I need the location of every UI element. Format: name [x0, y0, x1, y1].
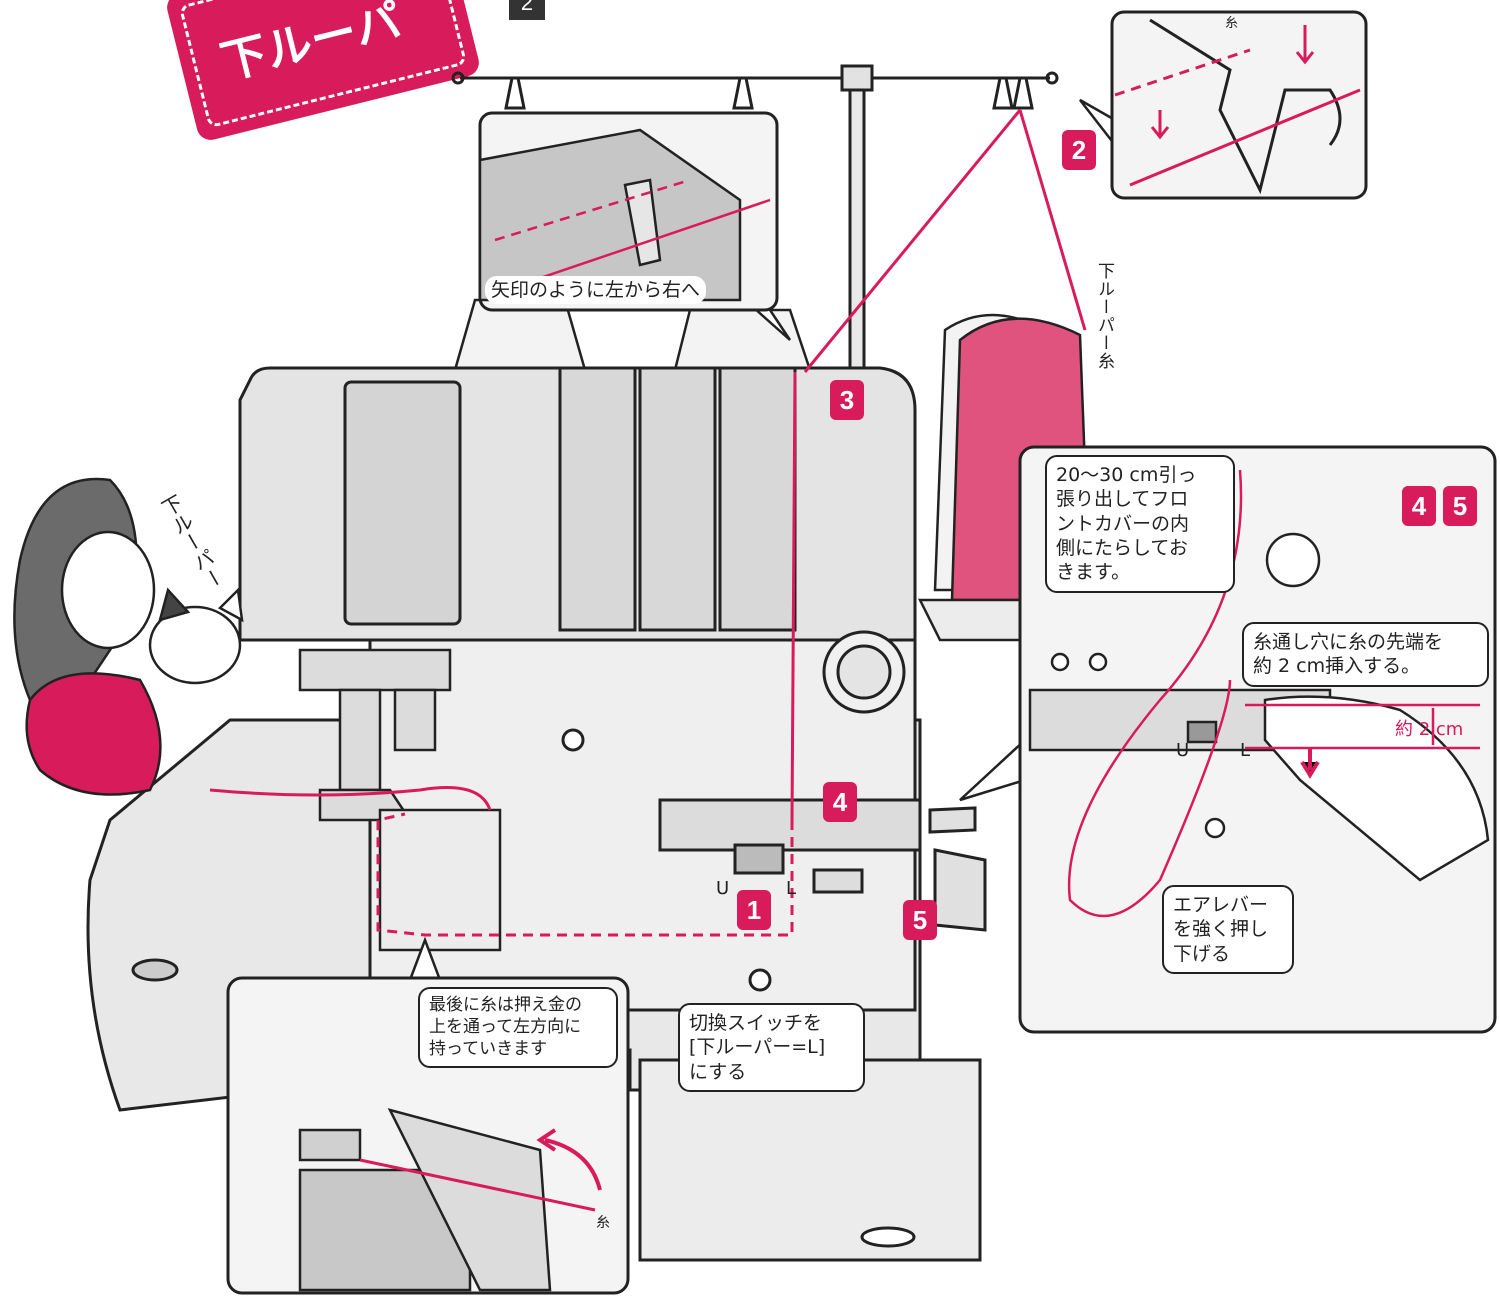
thread-label-top: 糸 — [1225, 12, 1238, 31]
lower-looper-thread-label: 下ルーパー糸 — [1092, 262, 1117, 370]
measure-label: 約 2 cm — [1395, 715, 1463, 741]
switch-note: 切換スイッチを [下ルーパー=L] にする — [678, 1003, 865, 1092]
arrow-direction-label: 矢印のように左から右へ — [485, 276, 706, 304]
detail-l-label: L — [1240, 740, 1250, 761]
pull-out-note: 20〜30 cm引っ 張り出してフロ ントカバーの内 側にたらしてお きます。 — [1045, 455, 1235, 593]
step-5-badge: 5 — [903, 900, 937, 940]
final-note: 最後に糸は押え金の 上を通って左方向に 持っていきます — [418, 987, 618, 1068]
step-2-badge: 2 — [1062, 130, 1096, 170]
step-1-badge: 1 — [737, 890, 771, 930]
detail-u-label: U — [1176, 740, 1189, 761]
switch-u-label: U — [716, 878, 729, 899]
detail-step-5-badge: 5 — [1443, 486, 1477, 526]
switch-l-label: L — [786, 878, 796, 899]
step-3-badge: 3 — [830, 380, 864, 420]
detail-step-4-badge: 4 — [1402, 486, 1436, 526]
air-lever-note: エアレバー を強く押し 下げる — [1162, 885, 1294, 974]
insert-note: 糸通し穴に糸の先端を 約 2 cm挿入する。 — [1242, 622, 1489, 687]
thread-label-bottom: 糸 — [596, 1212, 610, 1232]
step-4-badge: 4 — [823, 782, 857, 822]
